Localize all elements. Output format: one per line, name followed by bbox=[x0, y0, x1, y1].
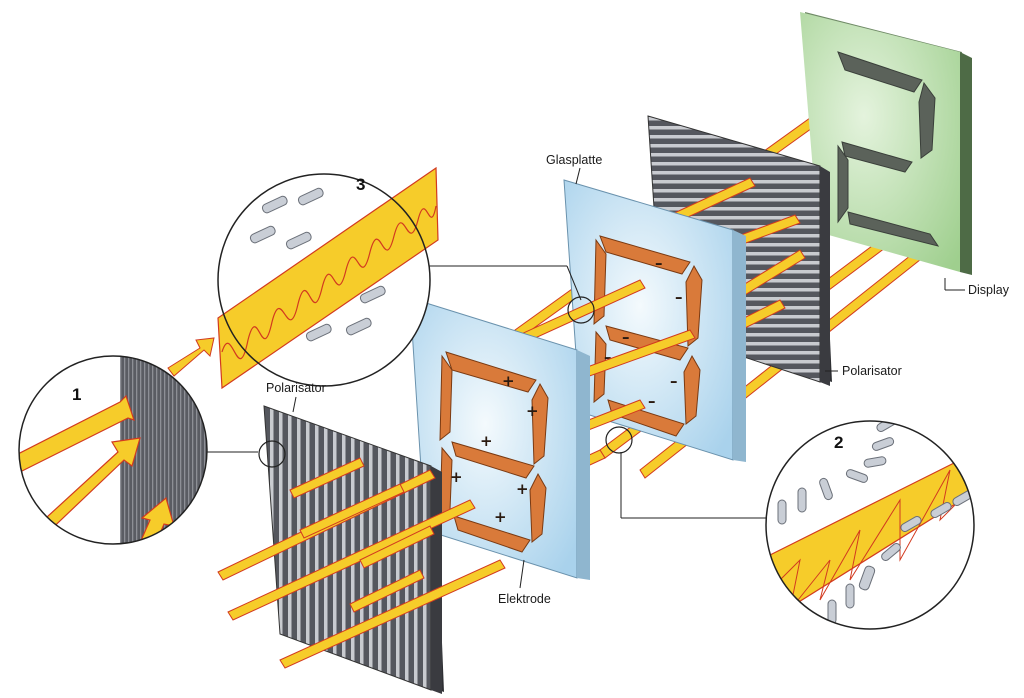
glass-plate-rear: – – – – – – bbox=[563, 179, 746, 462]
crystal-molecules-callout-3 bbox=[249, 187, 386, 342]
svg-text:+: + bbox=[516, 480, 529, 498]
svg-text:+: + bbox=[494, 508, 507, 526]
label-glass-plate: Glasplatte bbox=[546, 153, 602, 167]
display-panel bbox=[800, 12, 972, 275]
svg-text:2: 2 bbox=[834, 433, 843, 452]
crystal-molecules-callout-2 bbox=[777, 421, 974, 625]
display-digit-two bbox=[837, 51, 940, 247]
svg-text:1: 1 bbox=[72, 385, 81, 404]
svg-text:+: + bbox=[526, 402, 539, 420]
polarized-arrow bbox=[167, 337, 215, 377]
polarizer-front bbox=[263, 405, 444, 694]
plus-signs-front: + + + + + + bbox=[450, 372, 539, 526]
svg-text:+: + bbox=[480, 432, 493, 450]
callout-1-unpolarized-light: 1 bbox=[18, 355, 208, 545]
svg-text:+: + bbox=[450, 468, 463, 486]
svg-text:–: – bbox=[604, 348, 612, 366]
svg-text:+: + bbox=[502, 372, 515, 390]
svg-text:–: – bbox=[675, 288, 683, 306]
svg-text:–: – bbox=[622, 328, 630, 346]
light-beams-front bbox=[217, 457, 506, 669]
label-polarizer-back: Polarisator bbox=[842, 364, 902, 378]
callout-3-polarized-wave: 3 bbox=[217, 166, 439, 390]
callout-2-twisted-crystals: 2 bbox=[765, 420, 975, 630]
svg-text:–: – bbox=[655, 254, 663, 272]
electrode-segments-front bbox=[439, 351, 549, 553]
label-display: Display bbox=[968, 283, 1010, 297]
svg-text:3: 3 bbox=[356, 175, 365, 194]
minus-signs-rear: – – – – – – bbox=[604, 254, 683, 410]
magnify-marker-crystal bbox=[605, 426, 633, 454]
svg-text:–: – bbox=[670, 372, 678, 390]
magnify-marker-front-polarizer bbox=[258, 440, 286, 468]
label-electrode: Elektrode bbox=[498, 592, 551, 606]
label-polarizer-front: Polarisator bbox=[266, 381, 326, 395]
svg-text:–: – bbox=[648, 392, 656, 410]
magnify-marker-glass bbox=[567, 296, 595, 324]
leader-lines bbox=[207, 167, 965, 589]
